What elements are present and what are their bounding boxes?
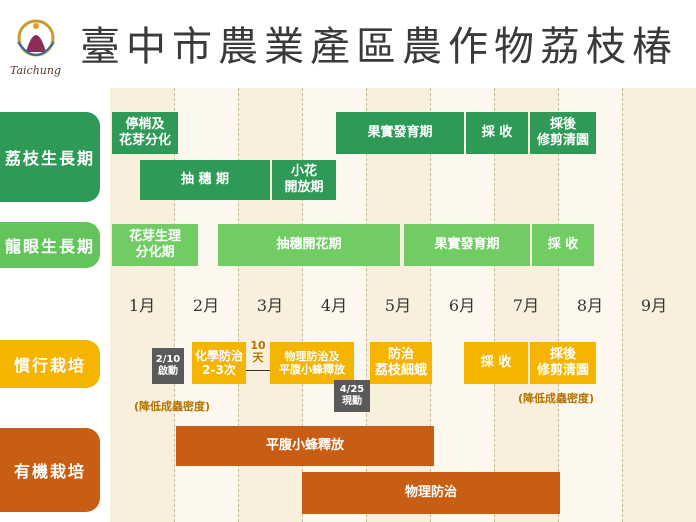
start-badge: 2/10 啟動 — [152, 348, 184, 384]
interval-arrow — [246, 370, 270, 371]
month-label: 6月 — [448, 296, 476, 315]
longan-harvest-bar: 採 收 — [532, 224, 594, 266]
divider — [174, 88, 175, 522]
divider — [238, 88, 239, 522]
lychee-flower-bar: 小花 開放期 — [272, 160, 336, 200]
density-note: (降低成蟲密度) — [518, 392, 595, 405]
longan-bud-bar: 花芽生理 分化期 — [112, 224, 198, 266]
physical-release-bar: 物理防治及 平腹小蜂釋放 — [270, 342, 354, 384]
divider — [430, 88, 431, 522]
month-label: 8月 — [576, 296, 604, 315]
longan-fruit-bar: 果實發育期 — [404, 224, 530, 266]
page-title: 臺中市農業產區農作物荔枝椿 — [80, 24, 678, 70]
month-label: 9月 — [640, 296, 668, 315]
month-column-7 — [494, 88, 558, 522]
prevent-moth-bar: 防治 荔枝細蛾 — [370, 342, 432, 384]
month-column-8 — [558, 88, 622, 522]
row-header-organic: 有機栽培 — [0, 428, 100, 512]
month-label: 7月 — [512, 296, 540, 315]
month-column-6 — [430, 88, 494, 522]
month-label: 4月 — [320, 296, 348, 315]
divider — [622, 88, 623, 522]
lychee-panicle-bar: 抽 穗 期 — [140, 160, 270, 200]
month-label: 5月 — [384, 296, 412, 315]
lychee-bud-bar: 停梢及 花芽分化 — [112, 112, 178, 154]
conventional-prune-bar: 採後 修剪清園 — [530, 342, 596, 384]
lychee-harvest-bar: 採 收 — [466, 112, 528, 154]
physical-control-bar: 物理防治 — [302, 472, 560, 514]
start-badge-2: 4/25 現勤 — [334, 380, 370, 412]
logo-text: Taichung — [10, 64, 62, 77]
longan-panicle-bar: 抽穗開花期 — [218, 224, 400, 266]
month-label: 3月 — [256, 296, 284, 315]
row-header-lychee: 荔枝生長期 — [0, 112, 100, 202]
chemical-control-bar: 化學防治 2-3次 — [192, 342, 246, 384]
lychee-prune-bar: 採後 修剪清園 — [530, 112, 596, 154]
divider — [558, 88, 559, 522]
taichung-logo — [8, 12, 64, 82]
divider — [366, 88, 367, 522]
interval-label: 10 天 — [250, 339, 266, 365]
month-label: 1月 — [128, 296, 156, 315]
divider — [494, 88, 495, 522]
density-note: (降低成蟲密度) — [134, 400, 211, 413]
row-header-conventional: 慣行栽培 — [0, 340, 100, 388]
month-column-9 — [622, 88, 696, 522]
conventional-harvest-bar: 採 收 — [464, 342, 528, 384]
lychee-fruit-bar: 果實發育期 — [336, 112, 464, 154]
divider — [302, 88, 303, 522]
wasp-release-bar: 平腹小蜂釋放 — [176, 426, 434, 466]
row-header-longan: 龍眼生長期 — [0, 222, 100, 268]
month-label: 2月 — [192, 296, 220, 315]
